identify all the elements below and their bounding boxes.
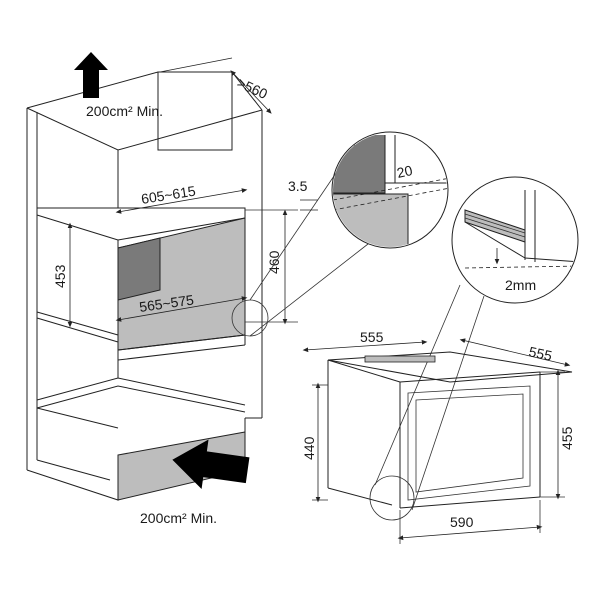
niche-left-shadow <box>117 237 161 301</box>
top-vent-label: 200cm² Min. <box>86 103 163 119</box>
appliance-height-right-label: 455 <box>559 426 575 450</box>
bottom-vent-label: 200cm² Min. <box>140 510 217 526</box>
appliance <box>327 351 573 509</box>
gap-35-label: 3.5 <box>288 178 308 194</box>
inner-height-label: 460 <box>266 250 282 274</box>
appliance-depth-label: 555 <box>527 343 553 364</box>
detail-circle-gap: 3.5 20 <box>231 131 449 337</box>
inlet-arrow-icon <box>172 439 250 490</box>
inner-width-label: 565~575 <box>138 291 195 315</box>
appliance-width-label: 555 <box>360 329 384 345</box>
appliance-height-left-label: 440 <box>301 436 317 460</box>
up-arrow-icon <box>74 52 108 98</box>
detail-circle-rail: 2mm <box>369 176 579 521</box>
gap-2mm-label: 2mm <box>505 277 536 293</box>
gap-20-label: 20 <box>395 162 414 181</box>
front-width-label: 590 <box>450 514 474 530</box>
niche-height-label: 453 <box>52 264 68 288</box>
